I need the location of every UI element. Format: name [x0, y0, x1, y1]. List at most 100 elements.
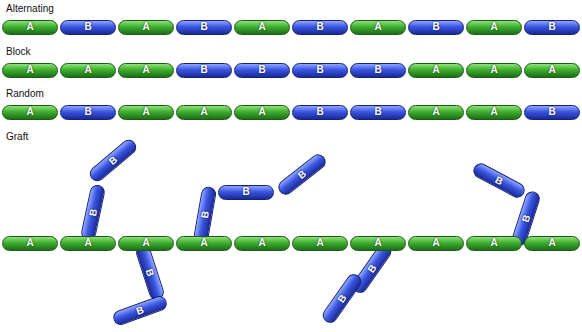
- monomer-a-unit: A: [2, 105, 58, 120]
- monomer-b-unit: B: [292, 20, 348, 35]
- monomer-a-unit: A: [2, 63, 58, 78]
- monomer-letter: B: [84, 106, 91, 118]
- monomer-b-unit: B: [218, 185, 274, 200]
- monomer-letter: B: [84, 21, 91, 33]
- monomer-letter: B: [198, 209, 211, 218]
- monomer-letter: A: [490, 237, 497, 249]
- monomer-letter: B: [335, 292, 349, 305]
- row-title: Alternating: [6, 3, 54, 15]
- monomer-b-unit: B: [176, 63, 232, 78]
- monomer-b-unit: B: [60, 20, 116, 35]
- monomer-letter: B: [374, 64, 381, 76]
- monomer-letter: A: [142, 106, 149, 118]
- monomer-a-unit: A: [466, 105, 522, 120]
- monomer-a-unit: A: [118, 63, 174, 78]
- monomer-a-unit: A: [524, 236, 580, 251]
- monomer-letter: A: [200, 106, 207, 118]
- monomer-letter: A: [26, 64, 33, 76]
- monomer-letter: B: [316, 106, 323, 118]
- monomer-letter: B: [295, 167, 308, 181]
- monomer-b-unit: B: [471, 160, 527, 200]
- monomer-a-unit: A: [2, 20, 58, 35]
- monomer-b-unit: B: [524, 105, 580, 120]
- monomer-letter: B: [106, 153, 119, 167]
- monomer-a-unit: A: [176, 236, 232, 251]
- monomer-letter: B: [548, 21, 555, 33]
- monomer-letter: B: [374, 106, 381, 118]
- monomer-letter: A: [490, 64, 497, 76]
- monomer-letter: A: [316, 237, 323, 249]
- monomer-letter: A: [142, 21, 149, 33]
- monomer-letter: A: [84, 237, 91, 249]
- monomer-b-unit: B: [320, 271, 364, 325]
- monomer-a-unit: A: [176, 105, 232, 120]
- monomer-b-unit: B: [80, 183, 106, 241]
- monomer-b-unit: B: [350, 63, 406, 78]
- row-title: Graft: [6, 131, 28, 143]
- monomer-a-unit: A: [466, 20, 522, 35]
- monomer-b-unit: B: [292, 105, 348, 120]
- monomer-letter: A: [26, 21, 33, 33]
- monomer-b-unit: B: [111, 293, 169, 326]
- monomer-letter: A: [490, 106, 497, 118]
- monomer-letter: B: [432, 21, 439, 33]
- monomer-b-unit: B: [275, 151, 328, 197]
- monomer-letter: B: [316, 64, 323, 76]
- monomer-letter: A: [374, 237, 381, 249]
- monomer-b-unit: B: [134, 243, 166, 301]
- monomer-letter: A: [548, 237, 555, 249]
- monomer-a-unit: A: [466, 236, 522, 251]
- monomer-b-unit: B: [408, 20, 464, 35]
- monomer-b-unit: B: [234, 63, 290, 78]
- monomer-letter: A: [26, 237, 33, 249]
- monomer-letter: B: [519, 213, 533, 224]
- monomer-letter: A: [432, 106, 439, 118]
- monomer-b-unit: B: [60, 105, 116, 120]
- monomer-letter: B: [258, 64, 265, 76]
- monomer-b-unit: B: [193, 185, 217, 243]
- monomer-letter: A: [258, 237, 265, 249]
- monomer-a-unit: A: [118, 236, 174, 251]
- monomer-letter: A: [142, 237, 149, 249]
- monomer-a-unit: A: [292, 236, 348, 251]
- monomer-letter: B: [200, 21, 207, 33]
- monomer-a-unit: A: [524, 63, 580, 78]
- monomer-letter: A: [26, 106, 33, 118]
- monomer-letter: B: [365, 262, 379, 275]
- monomer-a-unit: A: [2, 236, 58, 251]
- monomer-letter: B: [493, 173, 505, 187]
- monomer-a-unit: A: [408, 63, 464, 78]
- monomer-a-unit: A: [408, 105, 464, 120]
- monomer-a-unit: A: [350, 236, 406, 251]
- row-title: Random: [6, 88, 44, 100]
- monomer-a-unit: A: [234, 105, 290, 120]
- monomer-letter: A: [432, 237, 439, 249]
- row-title: Block: [6, 46, 30, 58]
- monomer-letter: A: [432, 64, 439, 76]
- monomer-a-unit: A: [234, 236, 290, 251]
- monomer-letter: B: [143, 267, 157, 278]
- monomer-a-unit: A: [118, 20, 174, 35]
- monomer-letter: B: [548, 106, 555, 118]
- monomer-b-unit: B: [87, 136, 140, 183]
- monomer-a-unit: A: [118, 105, 174, 120]
- monomer-letter: A: [142, 64, 149, 76]
- monomer-letter: B: [200, 64, 207, 76]
- monomer-a-unit: A: [234, 20, 290, 35]
- monomer-a-unit: A: [60, 236, 116, 251]
- monomer-a-unit: A: [60, 63, 116, 78]
- monomer-a-unit: A: [408, 236, 464, 251]
- monomer-letter: A: [200, 237, 207, 249]
- monomer-letter: A: [258, 106, 265, 118]
- monomer-a-unit: A: [350, 20, 406, 35]
- monomer-b-unit: B: [524, 20, 580, 35]
- monomer-a-unit: A: [466, 63, 522, 78]
- monomer-letter: B: [86, 207, 99, 217]
- monomer-letter: B: [242, 186, 249, 198]
- monomer-letter: A: [258, 21, 265, 33]
- monomer-b-unit: B: [176, 20, 232, 35]
- monomer-b-unit: B: [292, 63, 348, 78]
- monomer-letter: A: [84, 64, 91, 76]
- monomer-letter: A: [490, 21, 497, 33]
